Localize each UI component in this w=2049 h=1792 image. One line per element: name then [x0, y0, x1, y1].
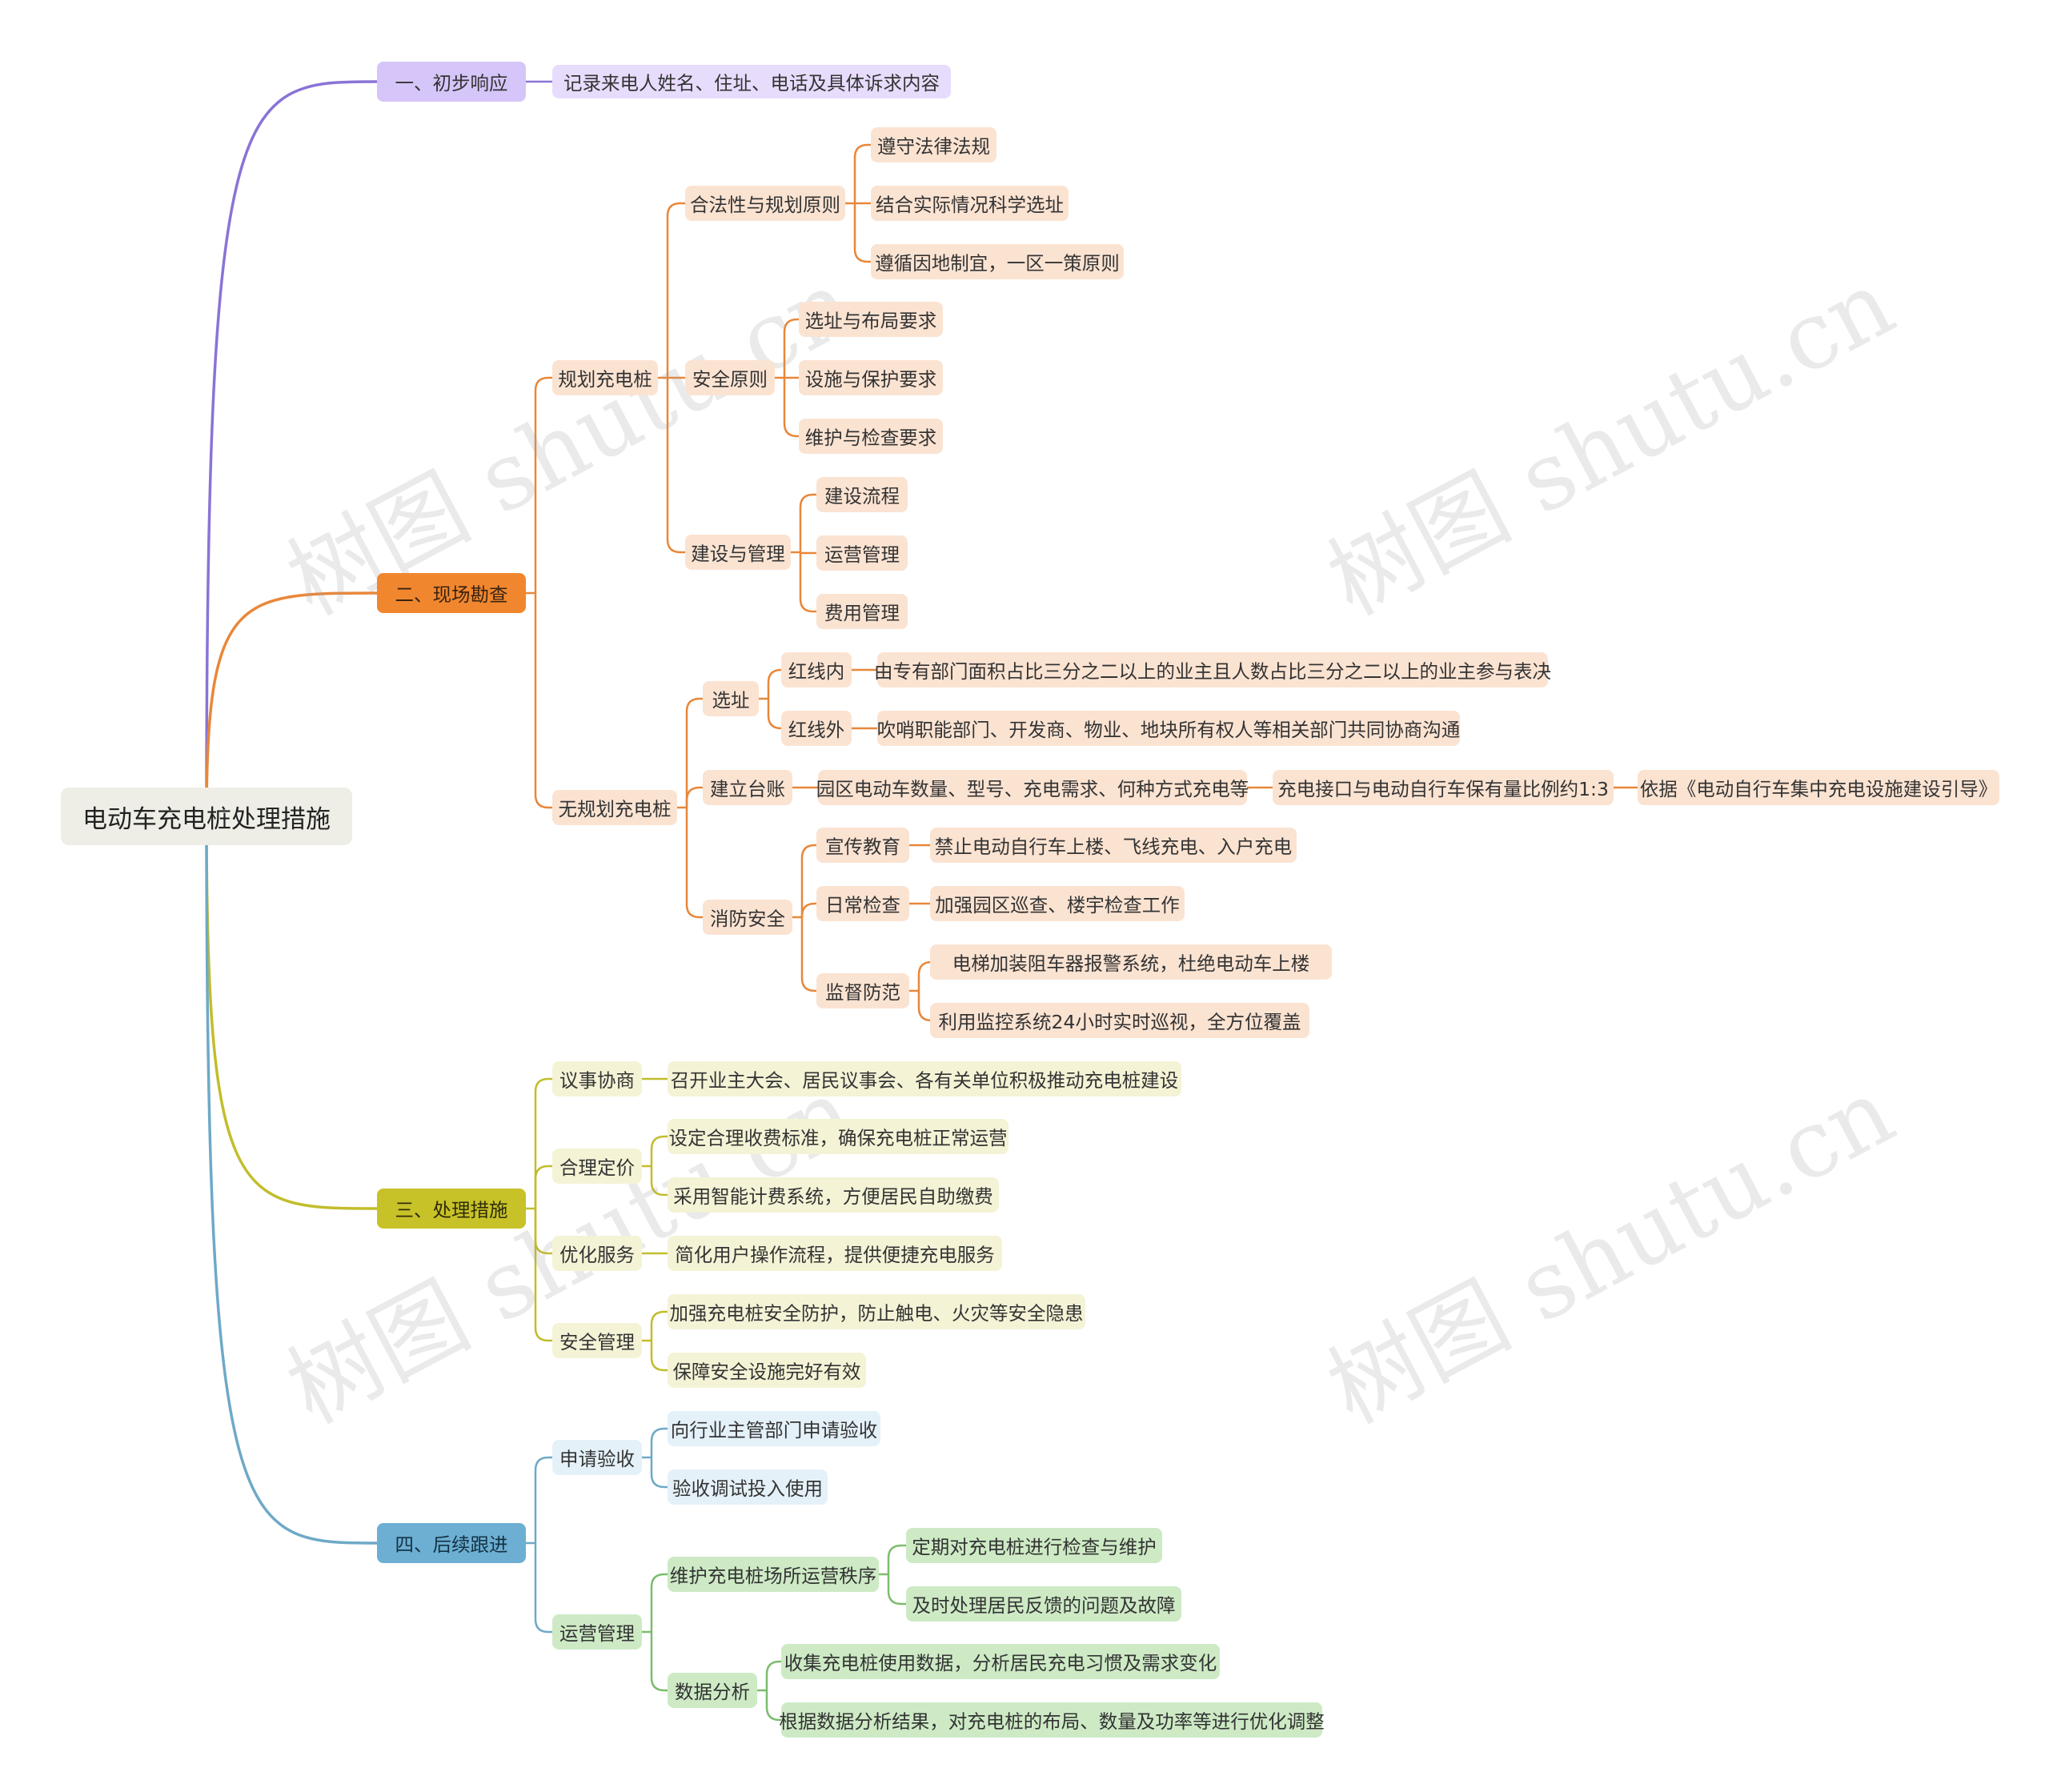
leaf-reference-guide[interactable]: 依据《电动自行车集中充电设施建设引导》	[1638, 770, 1999, 805]
topic-safety-management[interactable]: 安全管理	[552, 1323, 642, 1358]
connector-line	[650, 1310, 668, 1341]
topic-daily-inspection[interactable]: 日常检查	[816, 886, 909, 921]
leaf-facility-protection[interactable]: 设施与保护要求	[799, 360, 943, 395]
leaf-construction-process[interactable]: 建设流程	[816, 477, 908, 512]
connector-line	[534, 376, 552, 593]
topic-site-selection[interactable]: 选址	[703, 681, 759, 716]
connector-line	[534, 1165, 552, 1209]
topic-optimize-service[interactable]: 优化服务	[552, 1236, 642, 1271]
leaf-maintenance-inspection[interactable]: 维护与检查要求	[799, 419, 943, 454]
leaf-24h-monitoring[interactable]: 利用监控系统24小时实时巡视，全方位覆盖	[930, 1003, 1309, 1038]
topic-planned-charging-pile[interactable]: 规划充电桩	[552, 360, 658, 395]
topic-operation-management[interactable]: 运营管理	[552, 1614, 642, 1650]
leaf-obey-laws[interactable]: 遵守法律法规	[871, 127, 996, 162]
connector-line	[799, 493, 816, 552]
topic-construction-management[interactable]: 建设与管理	[685, 535, 791, 570]
connector-line	[650, 1427, 668, 1457]
leaf-simplify-process[interactable]: 简化用户操作流程，提供便捷充电服务	[668, 1236, 1002, 1271]
leaf-owner-meeting[interactable]: 召开业主大会、居民议事会、各有关单位积极推动充电桩建设	[668, 1061, 1181, 1096]
connector-line	[783, 318, 799, 378]
leaf-handle-feedback[interactable]: 及时处理居民反馈的问题及故障	[906, 1586, 1181, 1622]
connector-line	[650, 1573, 668, 1632]
leaf-patrol-inspection[interactable]: 加强园区巡查、楼宇检查工作	[930, 886, 1185, 921]
leaf-safety-protection[interactable]: 加强充电桩安全防护，防止触电、火灾等安全隐患	[668, 1294, 1085, 1329]
leaf-owner-vote[interactable]: 由专有部门面积占比三分之二以上的业主且人数占比三分之二以上的业主参与表决	[874, 652, 1551, 688]
topic-consultation[interactable]: 议事协商	[552, 1061, 642, 1096]
leaf-optimize-layout[interactable]: 根据数据分析结果，对充电桩的布局、数量及功率等进行优化调整	[779, 1702, 1325, 1738]
branch-handling-measures[interactable]: 三、处理措施	[377, 1189, 526, 1229]
connector-line	[685, 786, 703, 808]
connector-line	[205, 80, 378, 817]
topic-outside-redline[interactable]: 红线外	[781, 711, 852, 746]
topic-fire-safety[interactable]: 消防安全	[703, 900, 792, 935]
connector-line	[783, 378, 799, 438]
leaf-record-caller-info[interactable]: 记录来电人姓名、住址、电话及具体诉求内容	[552, 65, 951, 98]
leaf-commissioning[interactable]: 验收调试投入使用	[668, 1469, 828, 1505]
connector-line	[800, 844, 816, 917]
connector-line	[205, 591, 378, 817]
topic-publicity-education[interactable]: 宣传教育	[816, 828, 909, 863]
connector-line	[799, 551, 816, 555]
leaf-local-conditions[interactable]: 遵循因地制宜，一区一策原则	[871, 244, 1124, 279]
leaf-whistle-departments[interactable]: 吹哨职能部门、开发商、物业、地块所有权人等相关部门共同协商沟通	[877, 711, 1460, 746]
connector-line	[685, 808, 703, 919]
topic-maintain-order[interactable]: 维护充电桩场所运营秩序	[668, 1557, 879, 1592]
leaf-collect-data[interactable]: 收集充电桩使用数据，分析居民充电习惯及需求变化	[781, 1644, 1220, 1679]
connector-line	[534, 1077, 552, 1209]
connector-line	[853, 203, 871, 263]
branch-follow-up[interactable]: 四、后续跟进	[377, 1523, 526, 1563]
connector-line	[800, 902, 816, 917]
connector-line	[534, 1543, 552, 1634]
topic-safety-principles[interactable]: 安全原则	[685, 360, 775, 395]
connector-line	[534, 1456, 552, 1543]
leaf-cost-management[interactable]: 费用管理	[816, 594, 908, 629]
connector-line	[650, 1166, 668, 1197]
branch-site-survey[interactable]: 二、现场勘查	[377, 573, 526, 613]
leaf-facilities-intact[interactable]: 保障安全设施完好有效	[668, 1353, 866, 1388]
topic-legality-principles[interactable]: 合法性与规划原则	[685, 186, 845, 221]
connector-line	[534, 1209, 552, 1342]
topic-supervision[interactable]: 监督防范	[816, 973, 909, 1008]
connector-line	[666, 378, 685, 554]
connector-line	[767, 668, 782, 699]
connector-line	[205, 816, 378, 1210]
branch-initial-response[interactable]: 一、初步响应	[377, 62, 526, 102]
connector-line	[800, 917, 816, 992]
connector-line	[205, 816, 378, 1545]
connector-line	[799, 552, 816, 613]
connector-line	[650, 1632, 668, 1692]
connector-line	[650, 1135, 668, 1166]
leaf-smart-billing[interactable]: 采用智能计费系统，方便居民自助缴费	[668, 1177, 999, 1213]
leaf-interface-ratio[interactable]: 充电接口与电动自行车保有量比例约1:3	[1273, 770, 1614, 805]
connector-line	[650, 1341, 668, 1372]
leaf-apply-to-department[interactable]: 向行业主管部门申请验收	[668, 1411, 880, 1446]
topic-data-analysis[interactable]: 数据分析	[668, 1673, 757, 1708]
connector-line	[767, 699, 782, 730]
topic-apply-acceptance[interactable]: 申请验收	[552, 1440, 642, 1475]
leaf-regular-check[interactable]: 定期对充电桩进行检查与维护	[906, 1528, 1162, 1563]
leaf-siting-layout[interactable]: 选址与布局要求	[799, 302, 943, 337]
connector-line	[887, 1544, 906, 1574]
connector-line	[534, 593, 552, 809]
connector-line	[853, 143, 871, 203]
connector-line	[666, 202, 685, 378]
topic-ledger[interactable]: 建立台账	[703, 770, 792, 805]
connector-line	[765, 1660, 781, 1690]
connector-line	[685, 697, 703, 808]
root-topic[interactable]: 电动车充电桩处理措施	[61, 788, 352, 845]
leaf-fee-standard[interactable]: 设定合理收费标准，确保充电桩正常运营	[668, 1119, 1008, 1154]
leaf-ban-upstairs-charging[interactable]: 禁止电动自行车上楼、飞线充电、入户充电	[930, 828, 1297, 863]
topic-inside-redline[interactable]: 红线内	[781, 652, 852, 688]
connector-line	[887, 1574, 906, 1606]
leaf-scientific-siting[interactable]: 结合实际情况科学选址	[871, 186, 1069, 221]
connector-line	[765, 1690, 781, 1722]
topic-reasonable-pricing[interactable]: 合理定价	[552, 1149, 642, 1184]
leaf-elevator-blocker[interactable]: 电梯加装阻车器报警系统，杜绝电动车上楼	[930, 944, 1332, 980]
leaf-operation-management[interactable]: 运营管理	[816, 535, 908, 571]
leaf-ledger-items[interactable]: 园区电动车数量、型号、充电需求、何种方式充电等	[816, 770, 1249, 805]
topic-unplanned-charging-pile[interactable]: 无规划充电桩	[552, 790, 677, 825]
connector-line	[650, 1457, 668, 1489]
connector-line	[534, 1209, 552, 1255]
